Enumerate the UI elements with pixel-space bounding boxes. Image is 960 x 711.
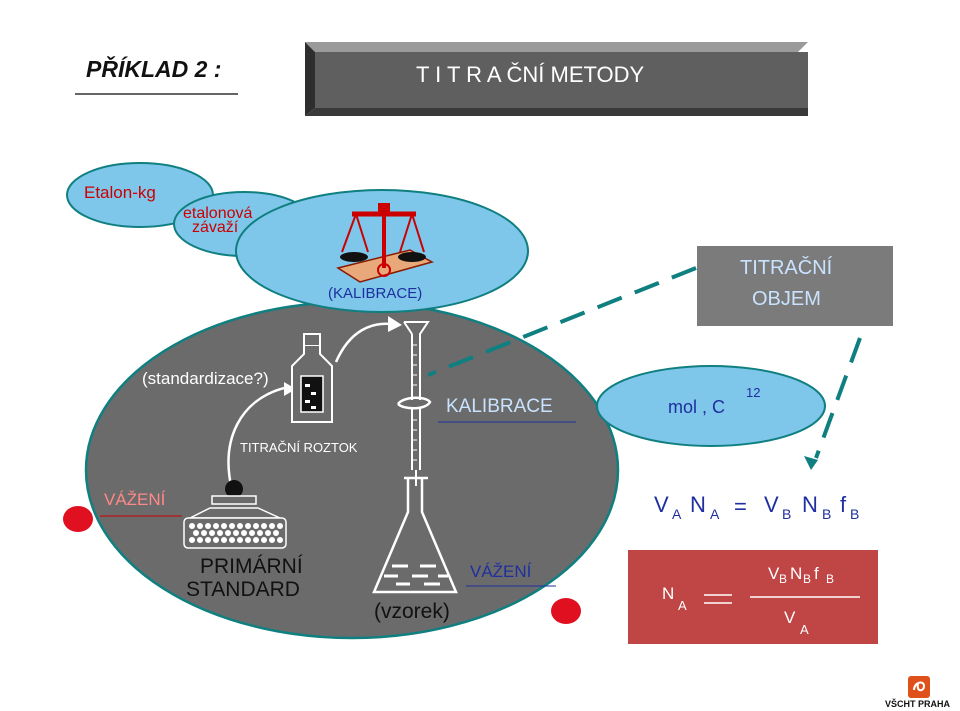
formula-num-f: f bbox=[814, 564, 819, 583]
example-label: PŘÍKLAD 2 : bbox=[86, 56, 222, 82]
vscht-logo-icon bbox=[908, 676, 930, 698]
vazeni-left-label: VÁŽENÍ bbox=[104, 490, 166, 509]
eq-V: V bbox=[654, 492, 669, 517]
arrowhead-icon-1 bbox=[284, 382, 296, 396]
dashed-connectors bbox=[427, 266, 862, 459]
vscht-logo-text: VŠCHT PRAHA bbox=[885, 699, 951, 709]
eq-N2: N bbox=[802, 492, 818, 517]
formula-num-B3: B bbox=[826, 572, 835, 586]
red-dot-right bbox=[551, 598, 581, 624]
primarni-line2: STANDARD bbox=[186, 578, 300, 601]
eq-A-sub2: A bbox=[710, 506, 720, 522]
formula-num-B2: B bbox=[803, 572, 812, 586]
units-bubble bbox=[596, 365, 826, 447]
curved-arrows bbox=[227, 322, 393, 491]
titracni-objem-line1: TITRAČNÍ bbox=[740, 257, 833, 279]
formula-den-A: A bbox=[800, 622, 809, 637]
formula-num-V: V bbox=[768, 564, 780, 583]
balance-scale-icon bbox=[336, 203, 434, 283]
eq-f: f bbox=[840, 492, 847, 517]
weighing-jar-icon bbox=[183, 480, 287, 549]
standardizace-label: (standardizace?) bbox=[142, 369, 269, 388]
eq-A-sub: A bbox=[672, 506, 682, 522]
title-box bbox=[305, 42, 808, 116]
etalonova-line1: etalonová bbox=[183, 205, 253, 222]
dashed-arrowhead-icon bbox=[804, 456, 818, 470]
arrowhead-icon-2 bbox=[388, 316, 402, 332]
titracni-objem-line2: OBJEM bbox=[752, 288, 821, 310]
units-text: mol , C bbox=[668, 397, 726, 417]
equation: V A N A = V B N B f B bbox=[652, 490, 882, 530]
eq-B-sub: B bbox=[782, 506, 792, 522]
etalonova-line2: závaží bbox=[192, 219, 239, 236]
vzorek-label: (vzorek) bbox=[374, 600, 450, 623]
burette-icon bbox=[397, 321, 432, 486]
formula-lhs-A: A bbox=[678, 598, 687, 613]
bottle-icon bbox=[291, 333, 333, 423]
eq-N: N bbox=[690, 492, 706, 517]
etalon-label: Etalon-kg bbox=[84, 183, 156, 202]
logo-glyph bbox=[913, 681, 926, 692]
titracni-roztok-label: TITRAČNÍ ROZTOK bbox=[240, 440, 358, 455]
formula-den-V: V bbox=[784, 608, 796, 627]
titracni-objem-box bbox=[697, 246, 893, 326]
eq-B-sub2: B bbox=[822, 506, 832, 522]
main-gray-ellipse bbox=[84, 300, 620, 640]
primarni-line1: PRIMÁRNÍ bbox=[200, 555, 303, 578]
formula-lhs-N: N bbox=[662, 584, 675, 603]
erlenmeyer-flask-icon bbox=[372, 476, 458, 594]
page-title: T I T R A ČNÍ METODY bbox=[416, 62, 645, 87]
eq-B-sub3: B bbox=[850, 506, 860, 522]
formula-num-N: N bbox=[790, 564, 803, 583]
formula-content: N A V B N B f B V A bbox=[628, 550, 878, 644]
eq-equals: = bbox=[734, 494, 747, 519]
units-superscript: 12 bbox=[746, 385, 761, 400]
burette-scale bbox=[412, 344, 417, 461]
eq-V2: V bbox=[764, 492, 779, 517]
red-dot-left bbox=[63, 506, 93, 532]
vazeni-right-label: VÁŽENÍ bbox=[470, 562, 532, 581]
formula-num-B: B bbox=[779, 572, 788, 586]
kalibrace-label: KALIBRACE bbox=[446, 396, 553, 417]
kalibrace-paren-label: (KALIBRACE) bbox=[328, 285, 423, 302]
